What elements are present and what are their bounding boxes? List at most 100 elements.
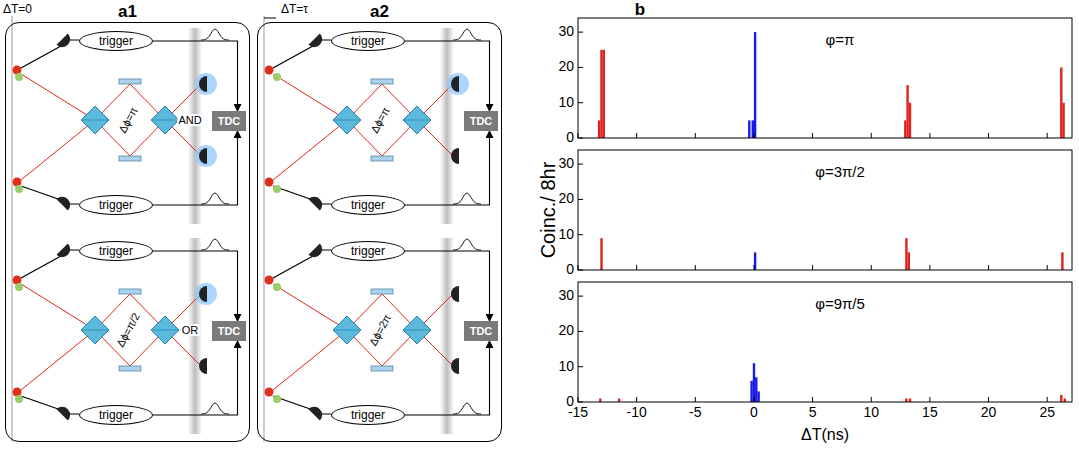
bar xyxy=(905,399,907,403)
tick xyxy=(578,138,583,139)
herald-path xyxy=(21,46,61,68)
detector xyxy=(199,76,207,92)
photon xyxy=(273,185,281,193)
photon xyxy=(265,178,274,187)
trigger-ellipse: trigger xyxy=(79,31,153,51)
detector xyxy=(451,76,459,92)
detector xyxy=(57,34,74,51)
phase-value: φ=3π/2 xyxy=(815,164,865,181)
beam-splitter xyxy=(81,106,109,134)
trigger-wire xyxy=(153,131,238,205)
bar xyxy=(754,252,756,270)
detector-glow xyxy=(195,73,217,95)
time-offset: ΔT=0 xyxy=(3,3,32,16)
tick-label: -5 xyxy=(689,405,701,420)
phase-label: Δϕ=π xyxy=(116,104,141,136)
beam xyxy=(273,284,347,330)
bar xyxy=(754,32,756,138)
detector xyxy=(309,404,326,421)
beam-splitter xyxy=(333,330,361,331)
photon xyxy=(273,395,281,403)
tick xyxy=(695,133,696,138)
tick-label: 10 xyxy=(863,405,879,420)
tick xyxy=(812,133,813,138)
tick xyxy=(578,270,583,271)
trigger-wire xyxy=(405,131,490,205)
trigger-ellipse: trigger xyxy=(331,241,405,261)
tick xyxy=(1047,133,1048,138)
photon xyxy=(265,388,274,397)
detector xyxy=(199,286,207,302)
tick xyxy=(1047,265,1048,270)
beam-splitter xyxy=(333,106,361,134)
beam-splitter xyxy=(403,120,431,121)
tick-label: 30 xyxy=(558,288,574,303)
tick xyxy=(578,234,583,235)
bar xyxy=(755,377,757,402)
bar xyxy=(1060,395,1062,402)
bar xyxy=(906,85,908,138)
beam-splitter xyxy=(151,330,179,331)
beam xyxy=(273,120,347,180)
bar xyxy=(603,50,605,138)
trigger-label: trigger xyxy=(99,408,133,422)
beam-splitter xyxy=(151,106,179,134)
bar xyxy=(748,120,750,138)
time-reference xyxy=(264,16,265,442)
logic-label: AND xyxy=(177,114,202,126)
tick xyxy=(578,67,583,68)
beam-splitter xyxy=(151,120,179,121)
tick xyxy=(578,164,583,165)
tick-label: -10 xyxy=(627,405,647,420)
detector xyxy=(309,244,326,261)
panel-heading: b xyxy=(635,1,645,20)
herald-path xyxy=(21,186,61,200)
tick-label: -15 xyxy=(568,405,588,420)
tick xyxy=(578,265,579,270)
time-band xyxy=(440,238,454,434)
bar xyxy=(618,399,620,403)
herald-path xyxy=(21,256,61,278)
beam-splitter xyxy=(403,106,431,134)
bar xyxy=(909,399,911,403)
detector xyxy=(451,148,459,164)
bar xyxy=(599,399,601,403)
time-band xyxy=(440,28,454,224)
tick-label: 10 xyxy=(558,227,574,242)
plot-frame xyxy=(578,150,1072,270)
beam xyxy=(273,74,347,120)
plot-frame xyxy=(578,18,1072,138)
mirror xyxy=(371,289,393,294)
plot-frame xyxy=(578,282,1072,402)
tdc-box: TDC xyxy=(464,321,498,341)
detector-glow xyxy=(447,73,469,95)
setup-panel: a2triggerTDCtriggertriggerTDCtrigger xyxy=(257,22,502,442)
tdc-label: TDC xyxy=(218,115,241,127)
beam xyxy=(21,284,95,330)
tick xyxy=(988,265,989,270)
tdc-box: TDC xyxy=(212,321,246,341)
trigger-label: trigger xyxy=(99,244,133,258)
setup xyxy=(13,238,230,434)
tick xyxy=(812,397,813,402)
bar xyxy=(752,120,754,138)
mirror xyxy=(119,289,141,294)
tick-label: 0 xyxy=(566,130,574,145)
tick xyxy=(578,32,583,33)
tick xyxy=(578,331,583,332)
tick xyxy=(695,397,696,402)
beam xyxy=(21,120,95,180)
mirror xyxy=(371,156,393,161)
phase-label: Δϕ=π/2 xyxy=(114,310,143,350)
panel-heading: a1 xyxy=(6,2,249,22)
trigger-ellipse: trigger xyxy=(331,405,405,425)
phase-label: Δϕ=π xyxy=(368,104,393,136)
bar xyxy=(750,381,752,402)
phase-value: φ=9π/5 xyxy=(815,296,865,313)
detector xyxy=(57,244,74,261)
mirror xyxy=(119,366,141,371)
trigger-ellipse: trigger xyxy=(79,405,153,425)
phase-label: Δϕ=2π xyxy=(366,311,393,348)
beam xyxy=(273,330,347,390)
setup xyxy=(265,238,482,434)
